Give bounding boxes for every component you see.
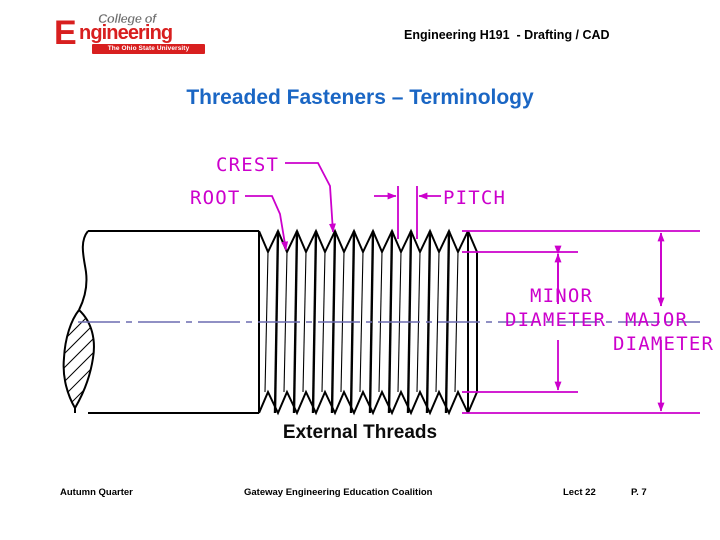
major-diameter-label-line2: DIAMETER xyxy=(613,333,714,355)
logo-engineering-text: ngineering xyxy=(79,22,173,44)
footer-lecture-number: Lect 22 xyxy=(563,487,596,498)
logo-college-text: College of xyxy=(98,11,157,26)
logo-letter-e: E xyxy=(54,14,77,52)
crest-leader-line xyxy=(285,162,336,233)
major-diameter-dimension xyxy=(462,230,700,414)
footer-organization: Gateway Engineering Education Coalition xyxy=(244,487,433,498)
footer-page-number: P. 7 xyxy=(631,487,647,498)
root-label: ROOT xyxy=(190,187,241,209)
minor-diameter-label-line2: DIAMETER xyxy=(505,309,606,331)
page-title: Threaded Fasteners – Terminology xyxy=(186,86,534,109)
college-of-engineering-logo: College of E ngineering The Ohio State U… xyxy=(52,10,210,56)
minor-diameter-dimension xyxy=(462,245,578,393)
minor-diameter-label-line1: MINOR xyxy=(530,285,593,307)
course-header: Engineering H191 - Drafting / CAD xyxy=(404,28,610,42)
diagram-caption: External Threads xyxy=(282,422,438,443)
crest-label: CREST xyxy=(216,154,279,176)
thread-crest-zigzag-top xyxy=(258,228,469,255)
logo-university-text: The Ohio State University xyxy=(107,45,190,52)
footer-term: Autumn Quarter xyxy=(60,487,133,498)
slide-footer: Autumn Quarter Gateway Engineering Educa… xyxy=(0,487,720,503)
major-diameter-label-line1: MAJOR xyxy=(625,309,688,331)
thread-crest-zigzag-bottom xyxy=(258,389,469,416)
pitch-label: PITCH xyxy=(443,187,506,209)
pitch-dimension xyxy=(374,186,441,239)
logo-university-banner: The Ohio State University xyxy=(92,44,205,54)
root-leader-line xyxy=(245,195,289,251)
